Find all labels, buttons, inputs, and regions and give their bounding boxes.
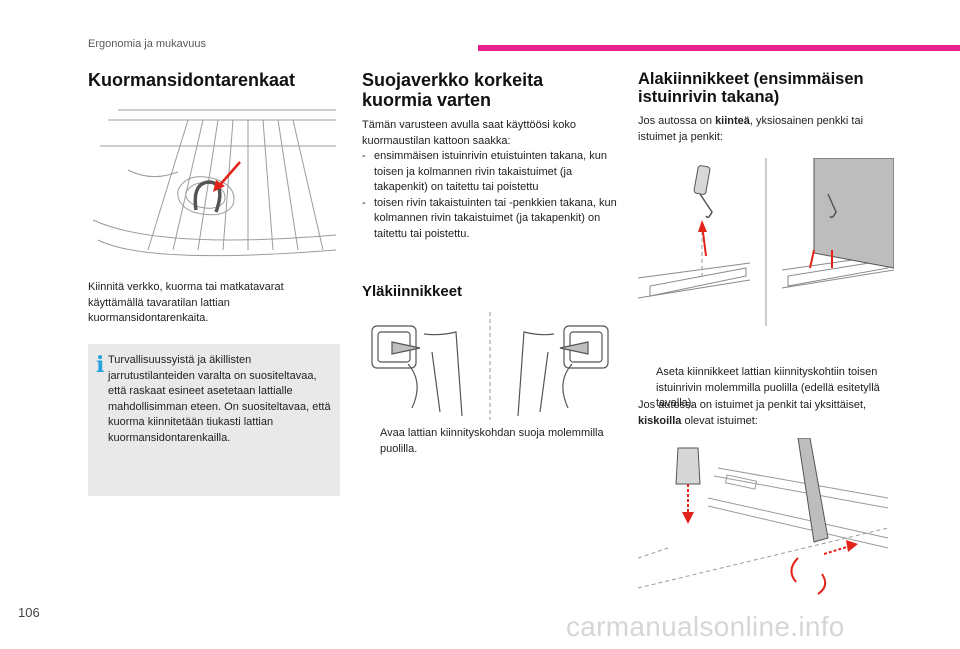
section-header-label: Ergonomia ja mukavuus	[88, 38, 207, 50]
header-accent-bar	[478, 45, 960, 51]
list-item: -toisen rivin takaistuinten tai -penkkie…	[362, 196, 617, 240]
heading-kuormansidontarenkaat: Kuormansidontarenkaat	[88, 70, 296, 90]
safety-info-text: Turvallisuussyistä ja äkillisten jarrutu…	[108, 354, 331, 444]
list-item: -ensimmäisen istuinrivin etuistuinten ta…	[362, 150, 607, 193]
heading-alakiinnikkeet: Alakiinnikkeet (ensimmäisen istuinrivin …	[638, 70, 864, 106]
upper-anchor-step-text: Avaa lattian kiinnityskohdan suoja molem…	[380, 427, 604, 455]
net-usage-list: -ensimmäisen istuinrivin etuistuinten ta…	[362, 149, 618, 242]
safety-info-box: i Turvallisuussyistä ja äkillisten jarru…	[88, 344, 340, 496]
heading-ylakiinnikkeet: Yläkiinnikkeet	[362, 283, 463, 300]
illustration-load-ring	[88, 100, 340, 268]
lower-anchor-step-text: Aseta kiinnikkeet lattian kiinnityskohti…	[656, 366, 880, 409]
load-ring-instructions: Kiinnitä verkko, kuorma tai matkatavarat…	[88, 281, 284, 324]
net-intro: Tämän varusteen avulla saat käyttöösi ko…	[362, 119, 577, 147]
heading-suojaverkko-line2: kuormia varten	[362, 90, 492, 110]
heading-suojaverkko-line1: Suojaverkko korkeita	[362, 70, 544, 90]
illustration-upper-anchors	[362, 312, 618, 420]
heading-suojaverkko: Suojaverkko korkeita kuormia varten	[362, 70, 543, 110]
upper-anchor-step: Avaa lattian kiinnityskohdan suoja molem…	[362, 426, 620, 457]
fixed-bench-intro: Jos autossa on kiinteä, yksiosainen penk…	[638, 115, 864, 143]
net-intro-block: Tämän varusteen avulla saat käyttöösi ko…	[362, 118, 618, 242]
info-icon: i	[96, 352, 105, 378]
illustration-lower-anchors-fixed	[638, 158, 894, 326]
illustration-lower-anchors-rails	[638, 438, 894, 598]
heading-alakiinnikkeet-line2: istuinrivin takana)	[638, 88, 780, 106]
watermark-text: carmanualsonline.info	[566, 611, 845, 642]
page-number: 106	[18, 605, 40, 620]
rail-seats-intro: Jos autossa on istuimet ja penkit tai yk…	[638, 399, 867, 427]
lower-anchor-step: Aseta kiinnikkeet lattian kiinnityskohti…	[638, 365, 914, 412]
heading-alakiinnikkeet-line1: Alakiinnikkeet (ensimmäisen	[638, 70, 864, 88]
